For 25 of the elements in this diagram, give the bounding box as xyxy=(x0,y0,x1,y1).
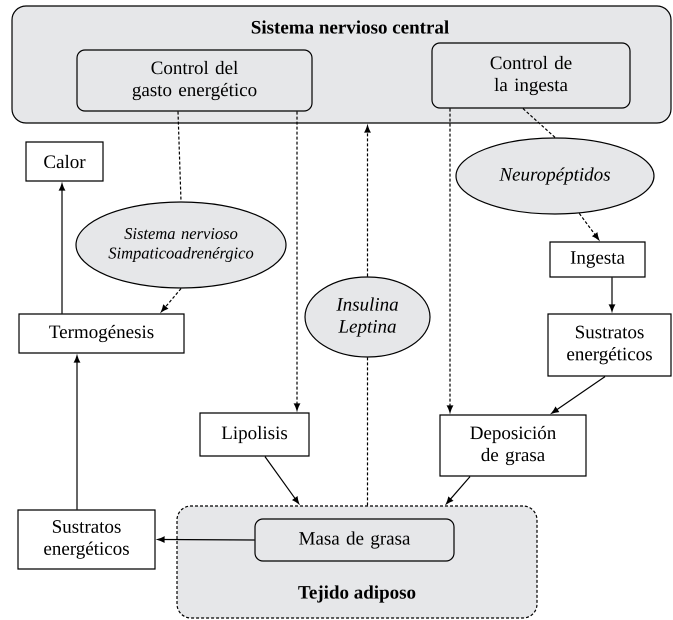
process-box: Masa de grasa xyxy=(254,518,455,562)
arrow xyxy=(160,288,182,312)
process-box: Control de la ingesta xyxy=(431,42,631,109)
process-box: Sustratos energéticos xyxy=(17,509,156,570)
process-box: Calor xyxy=(25,141,104,182)
arrow xyxy=(58,183,66,314)
process-box: Termogénesis xyxy=(18,313,185,354)
process-box: Ingesta xyxy=(549,241,646,278)
arrow xyxy=(364,125,371,276)
arrow xyxy=(578,213,600,240)
arrow xyxy=(74,355,80,510)
connector-line xyxy=(522,108,556,138)
arrow xyxy=(294,112,300,411)
connector-line xyxy=(366,358,368,506)
arrow xyxy=(446,476,470,504)
arrow xyxy=(264,456,300,504)
process-box: Lipolisis xyxy=(199,412,310,457)
arrow xyxy=(446,108,454,413)
process-box: Control del gasto energético xyxy=(76,49,313,112)
arrow xyxy=(551,376,606,414)
process-box: Sustratos energéticos xyxy=(547,313,672,377)
connector-line xyxy=(177,112,182,202)
arrow xyxy=(608,278,616,312)
arrow xyxy=(157,536,254,543)
process-box: Deposición de grasa xyxy=(439,414,587,477)
